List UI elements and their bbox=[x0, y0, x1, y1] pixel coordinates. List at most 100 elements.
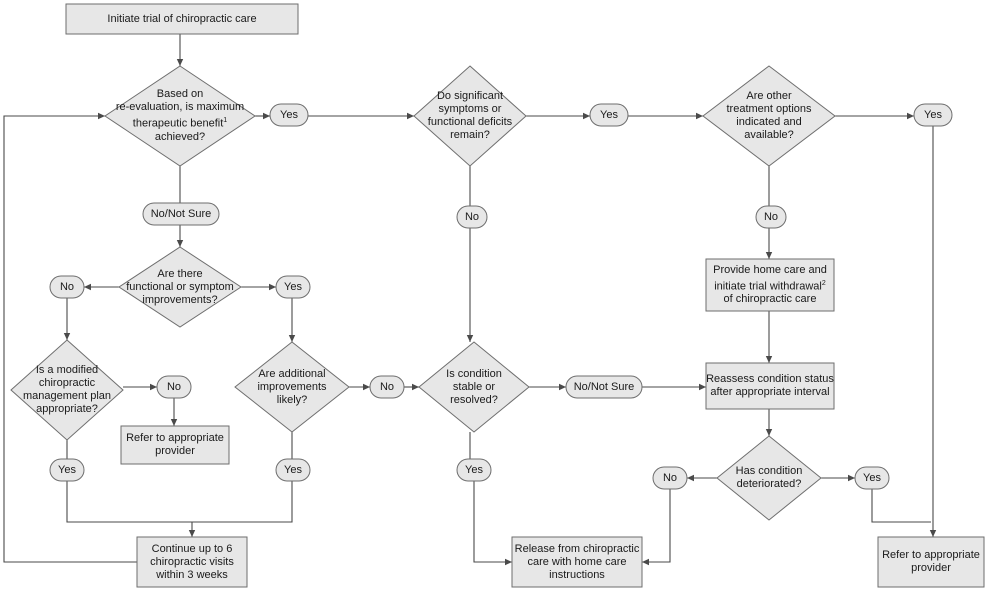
connector-yes-to-refer2 bbox=[871, 489, 931, 523]
label-line: No bbox=[763, 210, 779, 223]
label-line: instructions bbox=[549, 568, 605, 581]
yes-det-answer-pill bbox=[854, 466, 890, 490]
label-line: Is condition bbox=[446, 367, 502, 380]
connector-continue-loop bbox=[3, 112, 137, 563]
label-line: Yes bbox=[863, 471, 881, 484]
no-not-sure-2-label: No/Not Sure bbox=[566, 376, 642, 398]
label-line: re-evaluation, is maximum bbox=[115, 101, 245, 114]
yes-additional-answer-pill bbox=[275, 458, 311, 482]
no-not-sure-2-answer-pill bbox=[565, 375, 643, 399]
label-line: Yes bbox=[284, 280, 302, 293]
no-additional-answer-pill bbox=[369, 375, 405, 399]
no-improve-label: No bbox=[50, 276, 84, 298]
label-line: Release from chiropractic bbox=[514, 542, 640, 555]
label-line: Yes bbox=[465, 463, 483, 476]
yes-det-label: Yes bbox=[855, 467, 889, 489]
refer-2-process-box bbox=[877, 536, 985, 588]
label-line: after appropriate interval bbox=[710, 386, 830, 398]
label-line: Refer to appropriate bbox=[882, 549, 980, 561]
no-det-label: No bbox=[653, 467, 687, 489]
label-line: within 3 weeks bbox=[156, 568, 228, 581]
no-sig-answer-pill bbox=[456, 205, 488, 229]
label-line: Yes bbox=[280, 108, 298, 121]
label-line: chiropractic visits bbox=[150, 555, 234, 568]
modified-plan-decision-diamond bbox=[10, 339, 124, 441]
footnote-marker: 2 bbox=[821, 279, 826, 287]
yes-1-label: Yes bbox=[270, 104, 308, 126]
home-care-withdrawal-process-box bbox=[705, 258, 835, 312]
no-other-label: No bbox=[756, 206, 786, 228]
yes-modified-label: Yes bbox=[50, 459, 84, 481]
yes-2-label: Yes bbox=[590, 104, 628, 126]
no-modified-label: No bbox=[157, 376, 191, 398]
label-line: Are additional bbox=[258, 367, 326, 380]
release-process-box bbox=[511, 536, 643, 588]
label-line: Yes bbox=[600, 108, 618, 121]
no-sig-label: No bbox=[457, 206, 487, 228]
deteriorated-decision-diamond bbox=[716, 435, 822, 521]
no-other-answer-pill bbox=[755, 205, 787, 229]
label-line: indicated and bbox=[736, 116, 802, 128]
label-line: No bbox=[379, 380, 395, 393]
yes-stable-label: Yes bbox=[457, 459, 491, 481]
additional-decision-diamond bbox=[234, 341, 350, 433]
connector-yes-to-continue-l bbox=[66, 481, 293, 523]
label-line: Reassess condition status bbox=[706, 373, 834, 385]
label-line: Refer to appropriate bbox=[126, 432, 224, 444]
max-benefit-decision-diamond bbox=[104, 65, 256, 167]
label-line: treatment options bbox=[726, 103, 812, 115]
no-modified-answer-pill bbox=[156, 375, 192, 399]
sig-symptoms-decision-diamond bbox=[413, 65, 527, 167]
yes-improve-answer-pill bbox=[275, 275, 311, 299]
label-line: provider bbox=[911, 562, 951, 574]
yes-2-answer-pill bbox=[589, 103, 629, 127]
improvements-decision-diamond bbox=[118, 246, 242, 328]
initiate-label: Initiate trial of chiropractic care bbox=[66, 4, 298, 34]
reassess-process-box bbox=[705, 362, 835, 410]
label-line: Yes bbox=[284, 463, 302, 476]
yes-3-label: Yes bbox=[914, 104, 952, 126]
no-not-sure-1-label: No/Not Sure bbox=[143, 203, 219, 225]
label-line: Continue up to 6 bbox=[151, 542, 233, 555]
connector-no-to-release bbox=[642, 489, 671, 566]
label-line: management plan bbox=[22, 390, 112, 402]
label-line: initiate trial withdrawal2 bbox=[714, 279, 826, 293]
yes-improve-label: Yes bbox=[276, 276, 310, 298]
label-line: symptoms or bbox=[438, 103, 502, 115]
continue-visits-process-box bbox=[136, 536, 248, 588]
label-line: appropriate? bbox=[36, 403, 98, 415]
yes-1-answer-pill bbox=[269, 103, 309, 127]
label-line: No bbox=[662, 471, 678, 484]
yes-stable-answer-pill bbox=[456, 458, 492, 482]
stable-decision-diamond bbox=[418, 341, 530, 433]
label-line: Has condition bbox=[735, 465, 803, 477]
label-line: improvements bbox=[257, 380, 327, 393]
label-line: No/Not Sure bbox=[150, 207, 212, 220]
label-line: of chiropractic care bbox=[723, 293, 817, 306]
label-line: improvements? bbox=[142, 293, 218, 306]
yes-modified-answer-pill bbox=[49, 458, 85, 482]
label-line: likely? bbox=[276, 393, 308, 406]
label-line: therapeutic benefit1 bbox=[132, 117, 228, 130]
label-line: functional deficits bbox=[427, 116, 513, 128]
label-line: Is a modified bbox=[35, 364, 99, 376]
label-line: deteriorated? bbox=[736, 478, 802, 490]
label-line: No/Not Sure bbox=[573, 380, 635, 393]
label-line: Based on bbox=[156, 88, 204, 101]
label-line: available? bbox=[744, 129, 794, 141]
label-line: Are there bbox=[157, 267, 203, 280]
other-options-decision-diamond bbox=[702, 65, 836, 167]
